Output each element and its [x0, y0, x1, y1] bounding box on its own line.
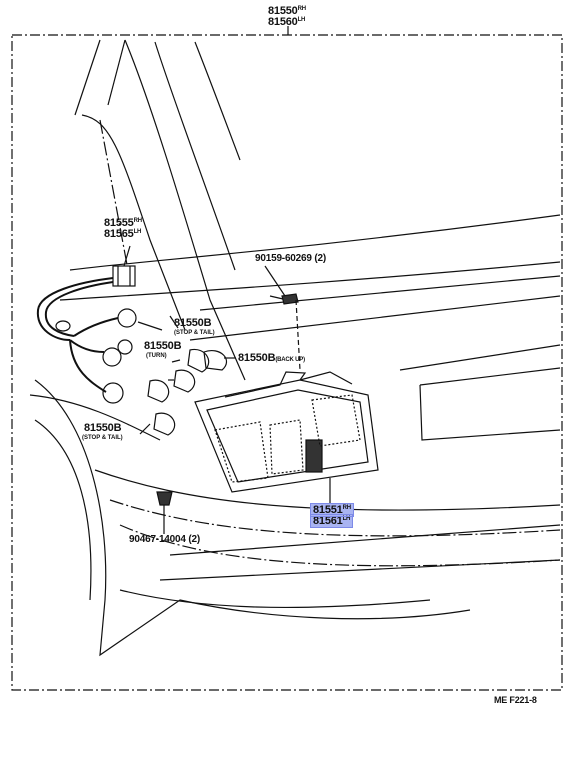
bulb-stop-tail-label-1: 81550B	[174, 317, 212, 329]
screw-part-label: 90159-60269 (2)	[255, 253, 326, 264]
lens-pn-2: 81561	[313, 515, 343, 527]
leader-bulb-2	[139, 423, 151, 435]
leader-bulb-1b	[137, 321, 163, 331]
bulb-stop-tail-1-pn: 81550B	[174, 317, 212, 329]
figure-code: ME F221-8	[494, 695, 537, 705]
bulb-back-up-pn: 81550B	[238, 352, 276, 364]
body-pillar	[74, 39, 246, 381]
lens-side-1: RH	[342, 505, 351, 511]
diagram-border	[11, 34, 563, 691]
top-pn-2: 81560	[268, 16, 298, 28]
top-pn-1: 81550	[268, 5, 298, 17]
lens-part-label: 81551RH 81561LH	[309, 503, 354, 528]
harness-side-1: RH	[133, 218, 142, 224]
lens-pn-1-highlight[interactable]: 81551RH	[310, 503, 354, 517]
bulb-back-up-label: 81550B(BACK UP)	[238, 353, 305, 366]
bulb-icon-turn	[168, 369, 196, 393]
leader-screw	[264, 265, 286, 297]
lens-pn-2-highlight[interactable]: 81561LH	[309, 514, 354, 528]
bulb-stop-tail-1-note: (STOP & TAIL)	[174, 330, 215, 336]
harness-side-2: LH	[133, 229, 142, 235]
top-part-number-label: 81550RH 81560LH	[268, 6, 306, 28]
bulb-stop-tail-2-note: (STOP & TAIL)	[82, 435, 123, 441]
harness-pn-1: 81555	[104, 217, 134, 229]
bulb-stop-tail-label-2: 81550B	[84, 422, 122, 434]
bulb-turn-pn: 81550B	[144, 340, 182, 352]
bulb-icon-stop-tail-2	[153, 412, 176, 436]
lens-pn-1: 81551	[313, 504, 343, 516]
harness-pn-2: 81565	[104, 228, 134, 240]
harness-part-label: 81555RH 81565LH	[104, 218, 142, 240]
bulb-icon-turn-2	[147, 379, 170, 403]
lens-side-2: LH	[342, 516, 351, 522]
leader-harness	[123, 245, 131, 267]
tail-lamp	[194, 371, 379, 493]
clip-icon	[156, 491, 173, 530]
rear-body-lines	[29, 214, 561, 581]
fender	[34, 379, 471, 657]
screw-icon	[269, 293, 301, 371]
clip-part-label: 90467-14004 (2)	[129, 534, 200, 545]
wiring-harness	[36, 265, 137, 404]
bulb-turn-note: (TURN)	[146, 353, 167, 359]
top-side-1: RH	[297, 6, 306, 12]
top-side-2: LH	[297, 17, 306, 23]
leader-bulb-1	[169, 315, 179, 329]
bulb-stop-tail-2-pn: 81550B	[84, 422, 122, 434]
leader-bulb-turn	[171, 359, 181, 363]
bulb-icon-stop-tail-1	[187, 348, 210, 373]
bulb-back-up-note: (BACK UP)	[275, 357, 305, 363]
bulb-turn-label: 81550B	[144, 340, 182, 352]
